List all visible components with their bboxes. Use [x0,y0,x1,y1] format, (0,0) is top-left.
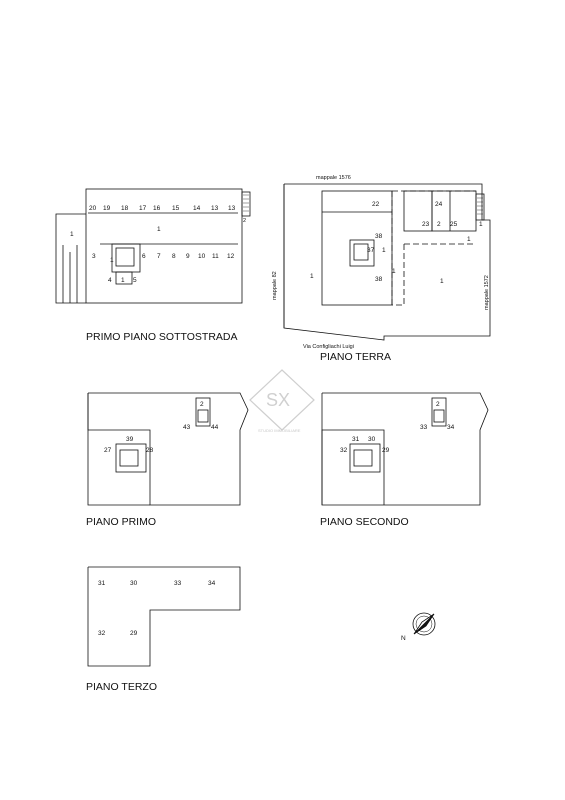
unit-label: 25 [450,221,458,228]
plan-title: PIANO TERZO [86,681,157,693]
unit-label: 1 [467,236,471,243]
unit-label: 1 [479,221,483,228]
terzo-labels: 31 30 33 34 32 29 PIANO TERZO [86,580,216,693]
unit-label: 2 [200,401,204,408]
mappale-label: mappale 1576 [316,175,351,181]
unit-label: 34 [208,580,216,587]
plan-secondo [321,392,489,506]
unit-label: 2 [436,401,440,408]
unit-label: 29 [130,630,138,637]
unit-label: 32 [98,630,106,637]
unit-label: 4 [108,277,112,284]
unit-label: 3 [92,253,96,260]
unit-label: 10 [198,253,206,260]
plan-title: PIANO PRIMO [86,516,156,528]
compass-icon [412,612,436,636]
unit-label: 1 [110,257,114,264]
unit-label: 33 [420,424,428,431]
unit-label: 6 [142,253,146,260]
unit-label: 15 [172,205,180,212]
mappale-label: mappale 82 [272,271,278,300]
unit-label: 1 [70,231,74,238]
terra-labels: mappale 1576 mappale 82 mappale 1572 Via… [272,175,490,363]
unit-label: 1 [121,277,125,284]
unit-label: 12 [227,253,235,260]
unit-label: 38 [375,276,383,283]
unit-label: 1 [157,226,161,233]
unit-label: 34 [447,424,455,431]
primo-labels: 2 43 44 39 27 28 PIANO PRIMO [86,401,219,528]
unit-label: 19 [103,205,111,212]
plan-terra [283,183,491,341]
unit-label: 1 [440,278,444,285]
unit-label: 31 [98,580,106,587]
unit-label: 44 [211,424,219,431]
unit-label: 1 [382,247,386,254]
unit-label: 17 [139,205,147,212]
unit-label: 7 [157,253,161,260]
unit-label: 8 [172,253,176,260]
unit-label: 43 [183,424,191,431]
mappale-label: mappale 1572 [484,275,490,310]
street-label: Via Configliachi Luigi [303,344,354,350]
unit-label: 27 [104,447,112,454]
unit-label: 39 [126,436,134,443]
watermark-subtext: STUDIO IMMOBILIARE [258,428,301,433]
unit-label: 13 [228,205,236,212]
unit-label: 2 [437,221,441,228]
unit-label: 23 [422,221,430,228]
unit-label: 30 [130,580,138,587]
watermark-text: SX [266,390,290,410]
plan-primo [87,392,249,506]
unit-label: 24 [435,201,443,208]
unit-label: 2 [243,218,246,224]
unit-label: 5 [133,277,137,284]
unit-label: 33 [174,580,182,587]
unit-label: 37 [367,247,375,254]
unit-label: 9 [186,253,190,260]
plan-title: PIANO TERRA [320,351,391,363]
unit-label: 32 [340,447,348,454]
unit-label: 30 [368,436,376,443]
secondo-labels: 2 33 34 31 30 32 29 PIANO SECONDO [320,401,455,528]
unit-label: 13 [211,205,219,212]
unit-label: 31 [352,436,360,443]
unit-label: 16 [153,205,161,212]
unit-label: 28 [146,447,154,454]
unit-label: 29 [382,447,390,454]
unit-label: 38 [375,233,383,240]
unit-label: 1 [392,268,396,275]
plan-title: PRIMO PIANO SOTTOSTRADA [86,331,238,343]
unit-label: 11 [212,253,219,260]
plan-terzo [87,566,241,667]
unit-label: 20 [89,205,97,212]
unit-label: 22 [372,201,380,208]
unit-label: 18 [121,205,129,212]
unit-label: 1 [310,273,314,280]
sottostrada-labels: 20 19 18 17 16 15 14 13 13 1 1 3 6 7 8 9… [70,205,246,343]
watermark-logo [249,369,315,431]
compass-label: N [401,635,406,642]
plan-sottostrada [55,188,251,304]
plan-title: PIANO SECONDO [320,516,409,528]
unit-label: 14 [193,205,201,212]
